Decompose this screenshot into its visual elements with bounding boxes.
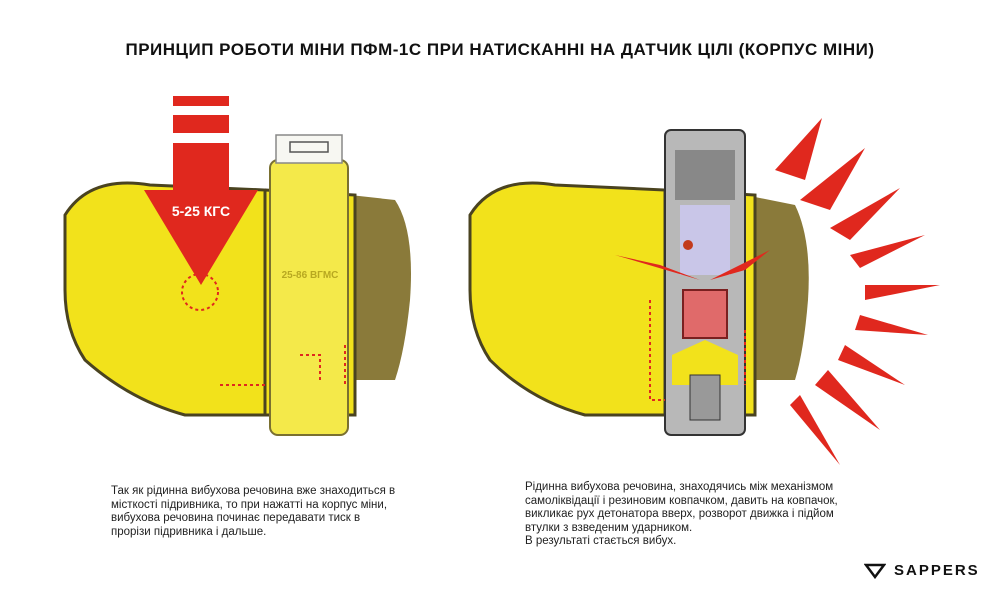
sappers-logo: SAPPERS	[864, 562, 980, 579]
explosion-rays	[775, 118, 940, 465]
fuse-body	[269, 159, 349, 436]
pressure-flow-arrows	[649, 300, 746, 401]
force-label: 5-25 КГС	[172, 203, 230, 219]
right-description: Рідинна вибухова речовина, знаходячись м…	[525, 481, 838, 547]
force-arrow-bar	[173, 96, 229, 106]
fuse-marking: 25-86 ВГМС	[282, 270, 339, 281]
fuse-cap	[275, 134, 343, 164]
page-title: ПРИНЦИП РОБОТИ МІНИ ПФМ-1С ПРИ НАТИСКАНН…	[125, 40, 875, 59]
left-description: Так як рідинна вибухова речовина вже зна…	[111, 485, 396, 538]
self-destruct-mechanism	[689, 374, 721, 421]
fuse-mechanism	[680, 205, 730, 275]
detonator	[682, 289, 728, 339]
fuse-cap-slot	[289, 141, 329, 153]
right-mine-diagram	[468, 129, 809, 436]
pressure-ring	[181, 273, 219, 311]
ball	[683, 240, 693, 250]
pressure-flow-arrows	[220, 345, 346, 386]
explosion-rays-inner	[615, 250, 770, 280]
left-mine-diagram: 5-25 КГС 25-86 ВГМС	[63, 96, 411, 436]
triangle-logo-icon	[864, 563, 886, 579]
force-arrow	[144, 143, 258, 285]
logo-text: SAPPERS	[894, 562, 980, 579]
fuse-head	[675, 150, 735, 200]
ground-shape	[745, 195, 809, 380]
rubber-cap	[672, 340, 738, 385]
force-arrow-bar	[173, 115, 229, 133]
ground-shape	[350, 195, 411, 380]
